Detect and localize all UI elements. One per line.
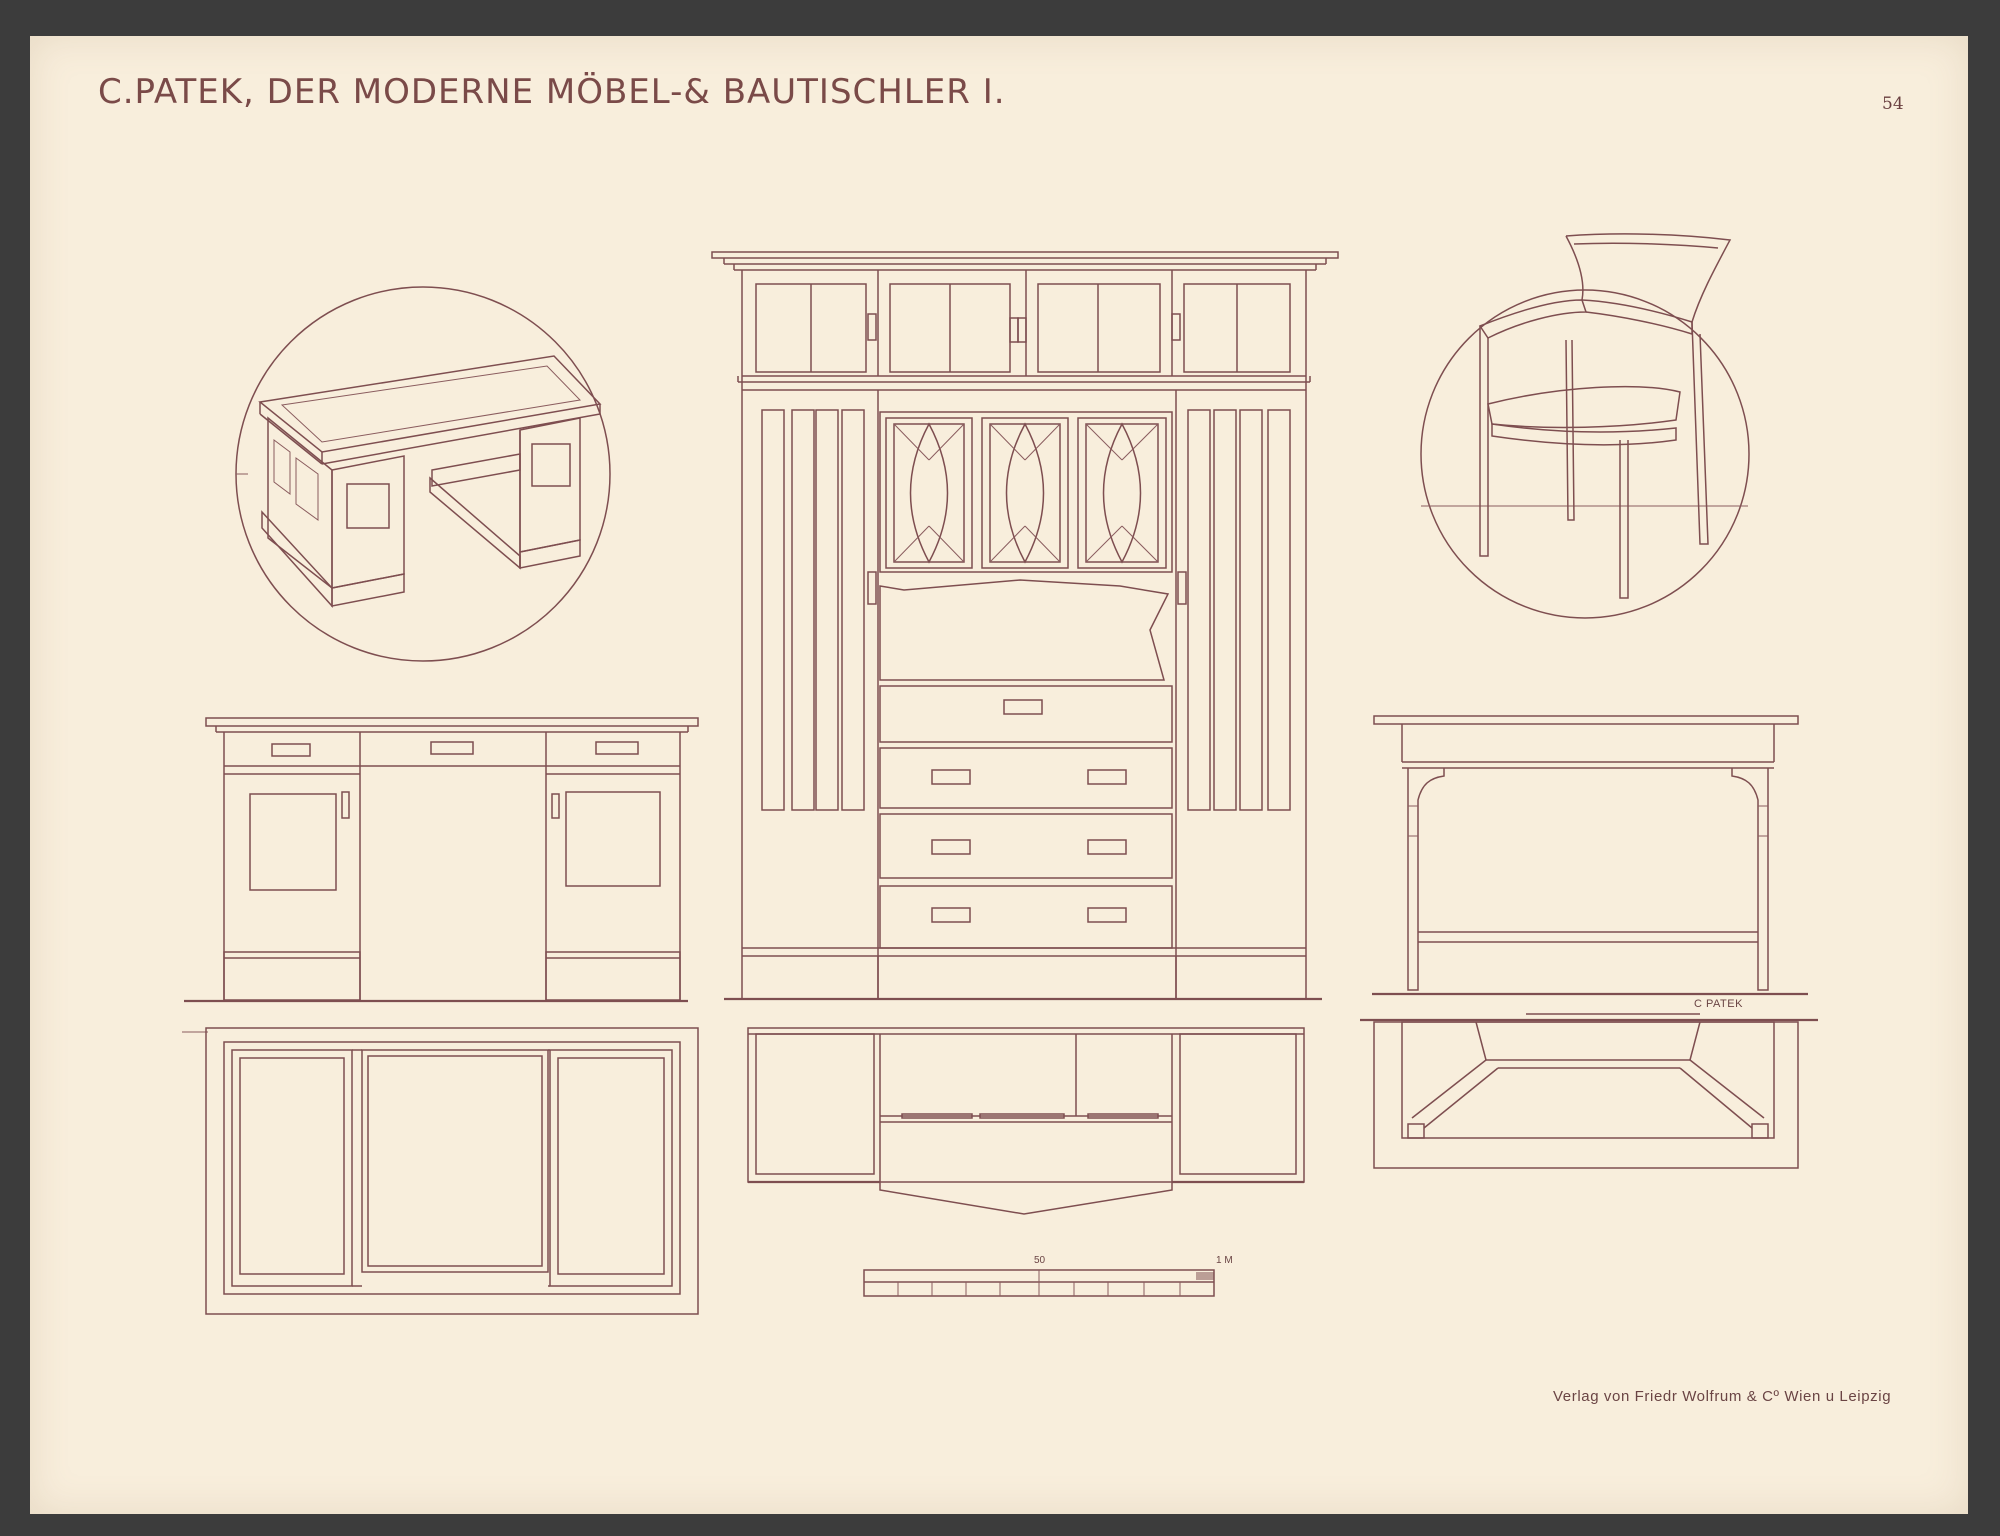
desk-front-elevation: [184, 718, 698, 1001]
scale-bar-end-label: 1 M: [1216, 1255, 1233, 1266]
desk-perspective-vignette: [236, 287, 610, 661]
table-front-elevation: [1372, 716, 1808, 994]
desk-plan: [182, 1028, 698, 1314]
armchair-perspective-vignette: [1421, 234, 1749, 618]
scale-bar: [864, 1270, 1214, 1296]
cabinet-front-elevation: [712, 252, 1338, 999]
publisher-imprint: Verlag von Friedr Wolfrum & Cº Wien u Le…: [1553, 1388, 1892, 1405]
cabinet-plan: [748, 1028, 1304, 1214]
artist-signature: C PATEK: [1694, 998, 1743, 1010]
table-plan: [1360, 1014, 1818, 1168]
plate-title: C.PATEK, DER MODERNE MÖBEL-& BAUTISCHLER…: [98, 72, 1006, 112]
plate-sheet: [30, 36, 1968, 1514]
page-number: 54: [1882, 94, 1904, 114]
scale-bar-midpoint-label: 50: [1034, 1255, 1046, 1266]
